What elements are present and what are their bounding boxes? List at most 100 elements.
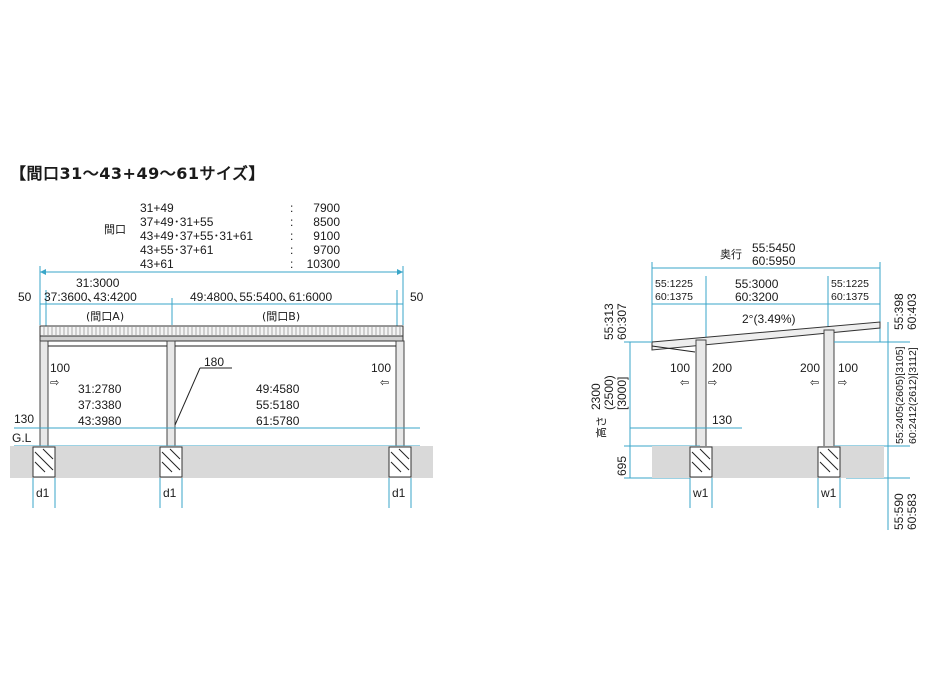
height-value: (2500) <box>602 375 616 410</box>
depth-value: 60:5950 <box>752 254 796 268</box>
mid-sub-value: 55:3000 <box>735 277 779 291</box>
right-roof-value: 60:403 <box>905 293 919 330</box>
left-roof-value: 55:313 <box>602 303 616 340</box>
post-left <box>39 340 49 452</box>
ground-fill <box>652 446 884 478</box>
gutter-line <box>651 345 696 353</box>
combo-item: 43+55･37+61 <box>140 243 214 257</box>
combo-item: 43+49･37+55･31+61 <box>140 229 253 243</box>
bay-b-dim: 49:4800､55:5400､61:6000 <box>190 290 332 304</box>
combo-value: 10300 <box>307 257 341 271</box>
left-sub-value: 55:1225 <box>655 278 693 290</box>
combo-value: 9700 <box>313 243 340 257</box>
arrow-right-value: 100 <box>371 361 391 375</box>
footing-label: w1 <box>692 486 709 500</box>
depth-value: 55:5450 <box>752 241 796 255</box>
right-sub-value: 55:1225 <box>831 278 869 290</box>
combo-item: 37+49･31+55 <box>140 215 214 229</box>
leader-line <box>174 367 201 426</box>
bay-b-label: (間口B) <box>262 310 300 323</box>
embed-value: 695 <box>615 456 629 476</box>
arrow-right-icon: ⇨ <box>50 376 59 389</box>
hatch <box>161 448 181 473</box>
combo-colon: : <box>290 243 293 257</box>
right-post-value: 55:2405(2605)[3105] <box>894 346 906 444</box>
footing <box>159 446 183 478</box>
hatch <box>691 448 711 473</box>
arrow-b-value: 200 <box>800 361 820 375</box>
inner-b-value: 61:5780 <box>256 414 300 428</box>
bay-a-label: (間口A) <box>86 310 124 323</box>
footing-label: w1 <box>820 486 837 500</box>
width-label: 間口 <box>104 223 126 236</box>
combo-colon: : <box>290 229 293 243</box>
height-value: [3000] <box>615 377 629 410</box>
combo-item: 31+49 <box>140 201 174 215</box>
right-foot-value: 60:583 <box>905 493 919 530</box>
footing <box>689 446 713 478</box>
ground-level-label: G.L <box>12 431 32 445</box>
footing-label: d1 <box>36 486 50 500</box>
inner-a-value: 31:2780 <box>78 382 122 396</box>
depth-label: 奥行 <box>720 247 742 261</box>
left-sub-value: 60:1375 <box>655 291 693 303</box>
arrow-left-icon: ⇦ <box>680 376 689 389</box>
hatch <box>390 448 410 473</box>
side-elevation: 奥行 55:5450 60:5950 55:1225 60:1375 55:30… <box>589 241 919 530</box>
beam-label: 180 <box>204 355 224 369</box>
page-title: 【間口31～43+49～61サイズ】 <box>10 164 265 183</box>
inner-a-value: 43:3980 <box>78 414 122 428</box>
combo-colon: : <box>290 201 293 215</box>
arrow-right-icon: ⇨ <box>838 376 847 389</box>
mid-sub-value: 60:3200 <box>735 290 779 304</box>
footing <box>388 446 412 478</box>
arrow-left-value: 100 <box>50 361 70 375</box>
height-label: 高さ <box>594 416 608 438</box>
combo-value: 8500 <box>313 215 340 229</box>
inner-a-value: 37:3380 <box>78 398 122 412</box>
arrow-head-icon <box>40 269 46 275</box>
height-value: 2300 <box>589 383 603 410</box>
base-height-label: 130 <box>14 412 34 426</box>
front-elevation: 間口 31+49 37+49･31+55 43+49･37+55･31+61 4… <box>10 201 433 508</box>
side-post-back <box>823 329 835 453</box>
arrow-head-icon <box>397 269 403 275</box>
hatch <box>819 448 839 473</box>
combo-value: 9100 <box>313 229 340 243</box>
side-base-height: 130 <box>712 413 732 427</box>
arrow-left-icon: ⇦ <box>810 376 819 389</box>
arrow-a-value: 100 <box>670 361 690 375</box>
right-foot-value: 55:590 <box>892 493 906 530</box>
post-right <box>395 340 405 452</box>
right-sub-value: 60:1375 <box>831 291 869 303</box>
bay-a-dim-alt: 37:3600､43:4200 <box>44 290 137 304</box>
right-roof-value: 55:398 <box>892 293 906 330</box>
inner-b-value: 55:5180 <box>256 398 300 412</box>
roof-beam <box>39 335 404 342</box>
combo-colon: : <box>290 257 293 271</box>
combo-list: 31+49 37+49･31+55 43+49･37+55･31+61 43+5… <box>140 201 340 271</box>
arrow-a-value: 200 <box>712 361 732 375</box>
overhang-right: 50 <box>410 290 424 304</box>
arrow-right-icon: ⇨ <box>708 376 717 389</box>
footing-label: d1 <box>163 486 177 500</box>
combo-colon: : <box>290 215 293 229</box>
footing <box>32 446 56 478</box>
roof-ribs <box>43 327 401 335</box>
footing-label: d1 <box>392 486 406 500</box>
bay-a-dim: 31:3000 <box>76 276 120 290</box>
ground-fill <box>10 446 433 478</box>
footing <box>817 446 841 478</box>
side-post-front <box>695 339 707 453</box>
inner-b-value: 49:4580 <box>256 382 300 396</box>
hatch <box>34 448 54 473</box>
left-roof-value: 60:307 <box>615 303 629 340</box>
arrow-b-value: 100 <box>838 361 858 375</box>
combo-item: 43+61 <box>140 257 174 271</box>
arrow-left-icon: ⇦ <box>380 376 389 389</box>
combo-value: 7900 <box>313 201 340 215</box>
slope-label: 2°(3.49%) <box>742 312 796 326</box>
roof-panel <box>39 325 404 337</box>
post-center <box>166 340 176 452</box>
